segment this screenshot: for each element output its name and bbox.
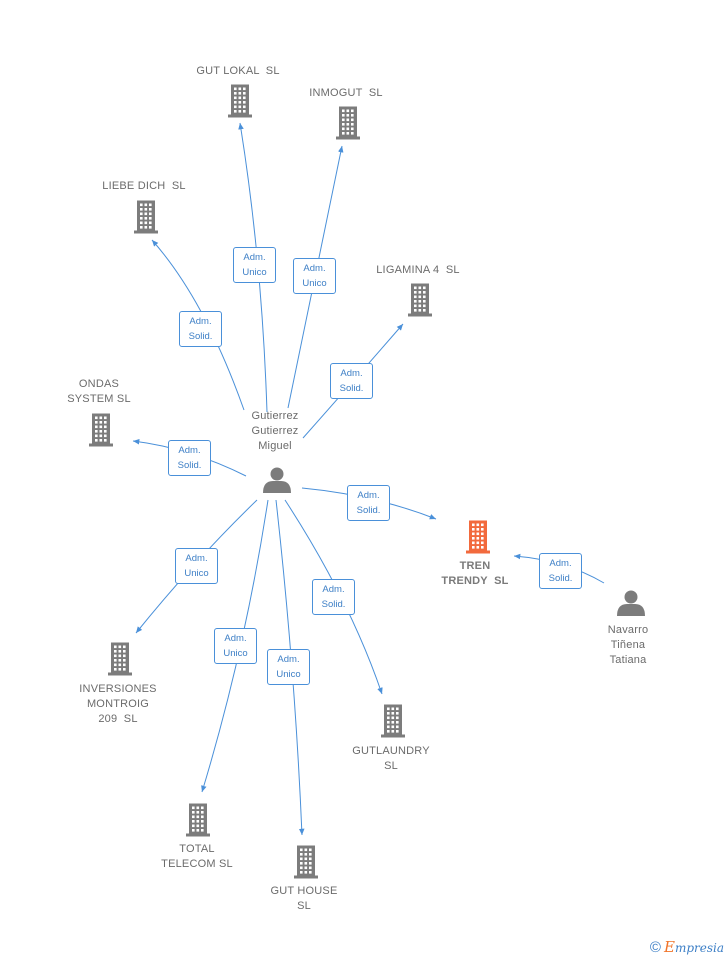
edge-label-gutierrez-inversiones[interactable]: Adm. Unico <box>175 548 218 584</box>
edge-label-gutierrez-ligamina[interactable]: Adm. Solid. <box>330 363 373 399</box>
node-label-gutlaundry[interactable]: GUTLAUNDRY SL <box>352 745 430 772</box>
person-icon-navarro[interactable] <box>617 590 645 617</box>
copyright-icon: © <box>649 939 661 956</box>
edge-label-gutierrez-liebe-dich[interactable]: Adm. Solid. <box>179 311 222 347</box>
building-icon-ligamina[interactable] <box>408 283 432 317</box>
building-icon-inversiones[interactable] <box>108 642 132 676</box>
node-label-inmogut[interactable]: INMOGUT SL <box>309 87 383 99</box>
building-icon-gut-house[interactable] <box>294 845 318 879</box>
node-label-total-telecom[interactable]: TOTAL TELECOM SL <box>161 843 233 870</box>
building-icon-tren-trendy[interactable] <box>466 520 490 554</box>
edge-label-gutierrez-inmogut[interactable]: Adm. Unico <box>293 258 336 294</box>
building-icon-liebe-dich[interactable] <box>134 200 158 234</box>
building-icon-ondas[interactable] <box>89 413 113 447</box>
node-label-inversiones[interactable]: INVERSIONES MONTROIG 209 SL <box>79 683 157 725</box>
node-label-gutierrez[interactable]: Gutierrez Gutierrez Miguel <box>251 410 299 452</box>
brand-footer[interactable]: ©Empresia <box>650 938 724 956</box>
brand-name: mpresia <box>674 941 724 955</box>
node-label-gut-lokal[interactable]: GUT LOKAL SL <box>196 65 280 77</box>
edge-label-navarro-tren-trendy[interactable]: Adm. Solid. <box>539 553 582 589</box>
edge-label-gutierrez-tren-trendy[interactable]: Adm. Solid. <box>347 485 390 521</box>
building-icon-gutlaundry[interactable] <box>381 704 405 738</box>
edge-label-gutierrez-gut-house[interactable]: Adm. Unico <box>267 649 310 685</box>
building-icon-inmogut[interactable] <box>336 106 360 140</box>
node-label-liebe-dich[interactable]: LIEBE DICH SL <box>102 180 186 192</box>
building-icon-total-telecom[interactable] <box>186 803 210 837</box>
person-icon-gutierrez[interactable] <box>263 467 291 494</box>
node-label-ligamina[interactable]: LIGAMINA 4 SL <box>376 264 460 276</box>
node-label-gut-house[interactable]: GUT HOUSE SL <box>270 885 338 912</box>
node-label-ondas[interactable]: ONDAS SYSTEM SL <box>67 378 131 405</box>
brand-initial: E <box>663 938 675 956</box>
edge-label-gutierrez-gutlaundry[interactable]: Adm. Solid. <box>312 579 355 615</box>
edge-label-gutierrez-gut-lokal[interactable]: Adm. Unico <box>233 247 276 283</box>
node-label-tren-trendy[interactable]: TREN TRENDY SL <box>441 560 509 587</box>
node-label-navarro[interactable]: Navarro Tiñena Tatiana <box>607 624 649 666</box>
edge-label-gutierrez-ondas[interactable]: Adm. Solid. <box>168 440 211 476</box>
building-icon-gut-lokal[interactable] <box>228 84 252 118</box>
edge-label-gutierrez-total-telecom[interactable]: Adm. Unico <box>214 628 257 664</box>
